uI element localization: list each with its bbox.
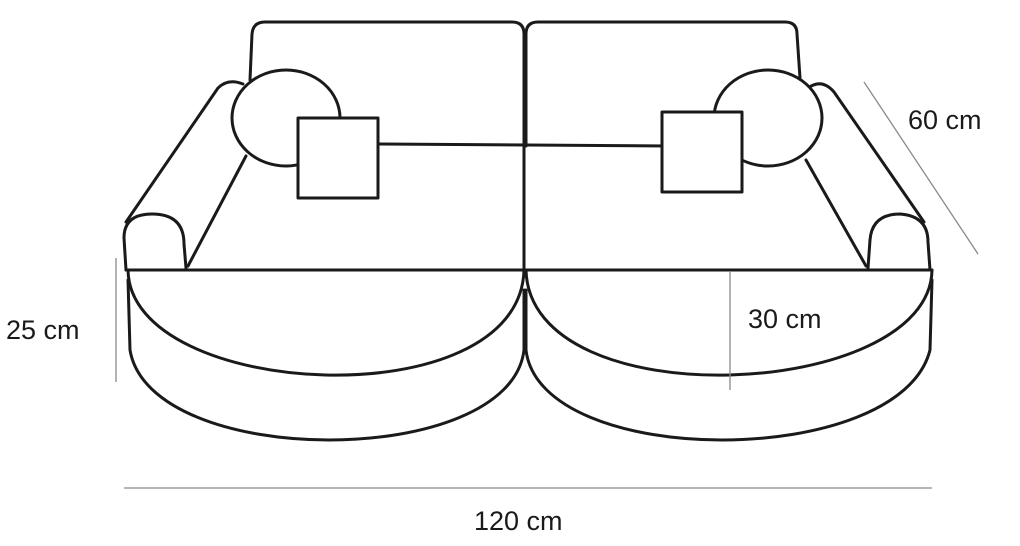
square-pillow-left bbox=[296, 116, 380, 200]
backrest-right bbox=[524, 20, 802, 148]
armrest-left bbox=[122, 80, 248, 272]
seat-top bbox=[124, 144, 934, 272]
armrest-right-top bbox=[806, 82, 926, 224]
depth-dimension-line bbox=[863, 81, 979, 255]
backrest-left bbox=[248, 20, 526, 148]
dimension-lines bbox=[115, 81, 979, 489]
armrest-right-end bbox=[866, 212, 932, 272]
pillows bbox=[230, 68, 824, 200]
seat-base-right-top bbox=[524, 268, 934, 377]
seat-base-left bbox=[126, 268, 526, 442]
width-label: 120 cm bbox=[474, 506, 563, 536]
armrest-left-end bbox=[122, 212, 188, 272]
armrest-right-inner bbox=[804, 158, 868, 268]
depth-label: 60 cm bbox=[908, 105, 982, 135]
seat-base-left-top bbox=[126, 268, 526, 377]
height-label: 25 cm bbox=[6, 315, 80, 345]
seat-base-left-side bbox=[126, 278, 526, 442]
armrest-right bbox=[804, 82, 932, 272]
seat-base-right bbox=[524, 268, 934, 442]
armrest-left-inner bbox=[186, 154, 248, 268]
square-pillow-right bbox=[660, 110, 744, 194]
seat-base-right-side bbox=[524, 278, 934, 442]
armrest-left-top bbox=[124, 80, 245, 224]
seat-depth-label: 30 cm bbox=[748, 304, 822, 334]
